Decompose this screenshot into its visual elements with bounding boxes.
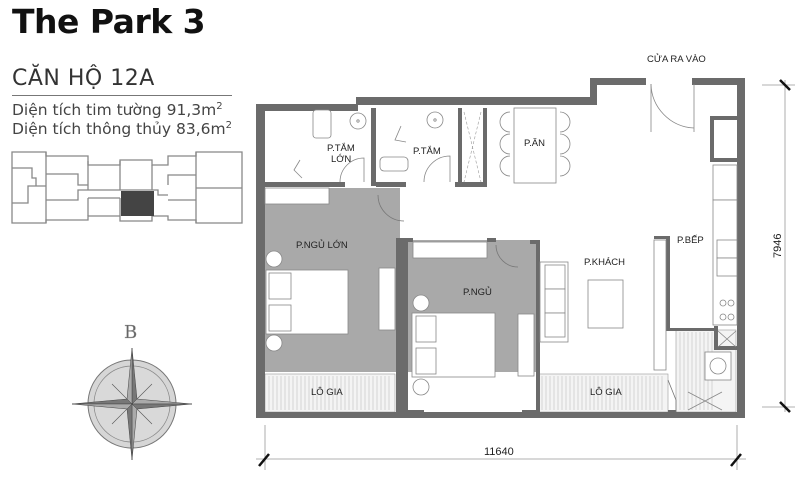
room-label-entrance: CỬA RA VÀO bbox=[647, 53, 706, 65]
bedroom-doors bbox=[377, 194, 677, 412]
title-divider bbox=[12, 95, 232, 96]
living-furniture bbox=[539, 239, 667, 371]
room-label-kitchen: P.BẾP bbox=[677, 235, 704, 246]
room-label-dining: P.ĂN bbox=[524, 138, 545, 149]
dimension-width-label: 11640 bbox=[484, 446, 514, 458]
unit-name: CĂN HỘ 12A bbox=[12, 66, 155, 91]
dining-table bbox=[499, 107, 571, 184]
dimension-height-label: 7946 bbox=[772, 234, 784, 258]
key-plan-highlighted-unit bbox=[121, 191, 154, 216]
shaft bbox=[463, 111, 482, 183]
room-label-master-bath-1: P.TẮM bbox=[327, 143, 355, 154]
gross-area-line: Diện tích tim tường 91,3m2 bbox=[12, 101, 223, 119]
gross-area-label: Diện tích tim tường bbox=[12, 101, 162, 120]
room-label-master-bath-2: LỚN bbox=[331, 154, 351, 165]
project-title: The Park 3 bbox=[12, 2, 206, 41]
compass-rose: B bbox=[71, 322, 193, 461]
bathroom-fixtures bbox=[293, 109, 451, 183]
wardrobes bbox=[264, 187, 488, 259]
room-label-bath: P.TẮM bbox=[413, 146, 441, 157]
room-label-loggia-left: LÔ GIA bbox=[311, 387, 343, 398]
dimension-width bbox=[256, 425, 746, 470]
entrance-door bbox=[650, 83, 695, 132]
gross-area-unit-sup: 2 bbox=[216, 101, 223, 112]
room-label-loggia-right: LÔ GIA bbox=[590, 387, 622, 398]
net-area-label: Diện tích thông thủy bbox=[12, 120, 172, 139]
net-area-unit-sup: 2 bbox=[225, 120, 232, 131]
master-bed bbox=[265, 250, 396, 352]
compass-north-label: B bbox=[124, 322, 137, 343]
walls bbox=[256, 78, 745, 418]
room-label-living: P.KHÁCH bbox=[584, 257, 625, 268]
dimension-height bbox=[762, 79, 795, 413]
room-label-master-bedroom: P.NGỦ LỚN bbox=[296, 239, 348, 251]
kitchen-counter bbox=[687, 164, 738, 411]
net-area-value: 83,6m bbox=[176, 120, 226, 139]
gross-area-value: 91,3m bbox=[166, 101, 217, 120]
loggia-hatch-lines bbox=[268, 332, 713, 410]
room-label-bedroom: P.NGỦ bbox=[463, 286, 492, 298]
net-area-line: Diện tích thông thủy 83,6m2 bbox=[12, 120, 232, 138]
bed bbox=[411, 294, 535, 396]
